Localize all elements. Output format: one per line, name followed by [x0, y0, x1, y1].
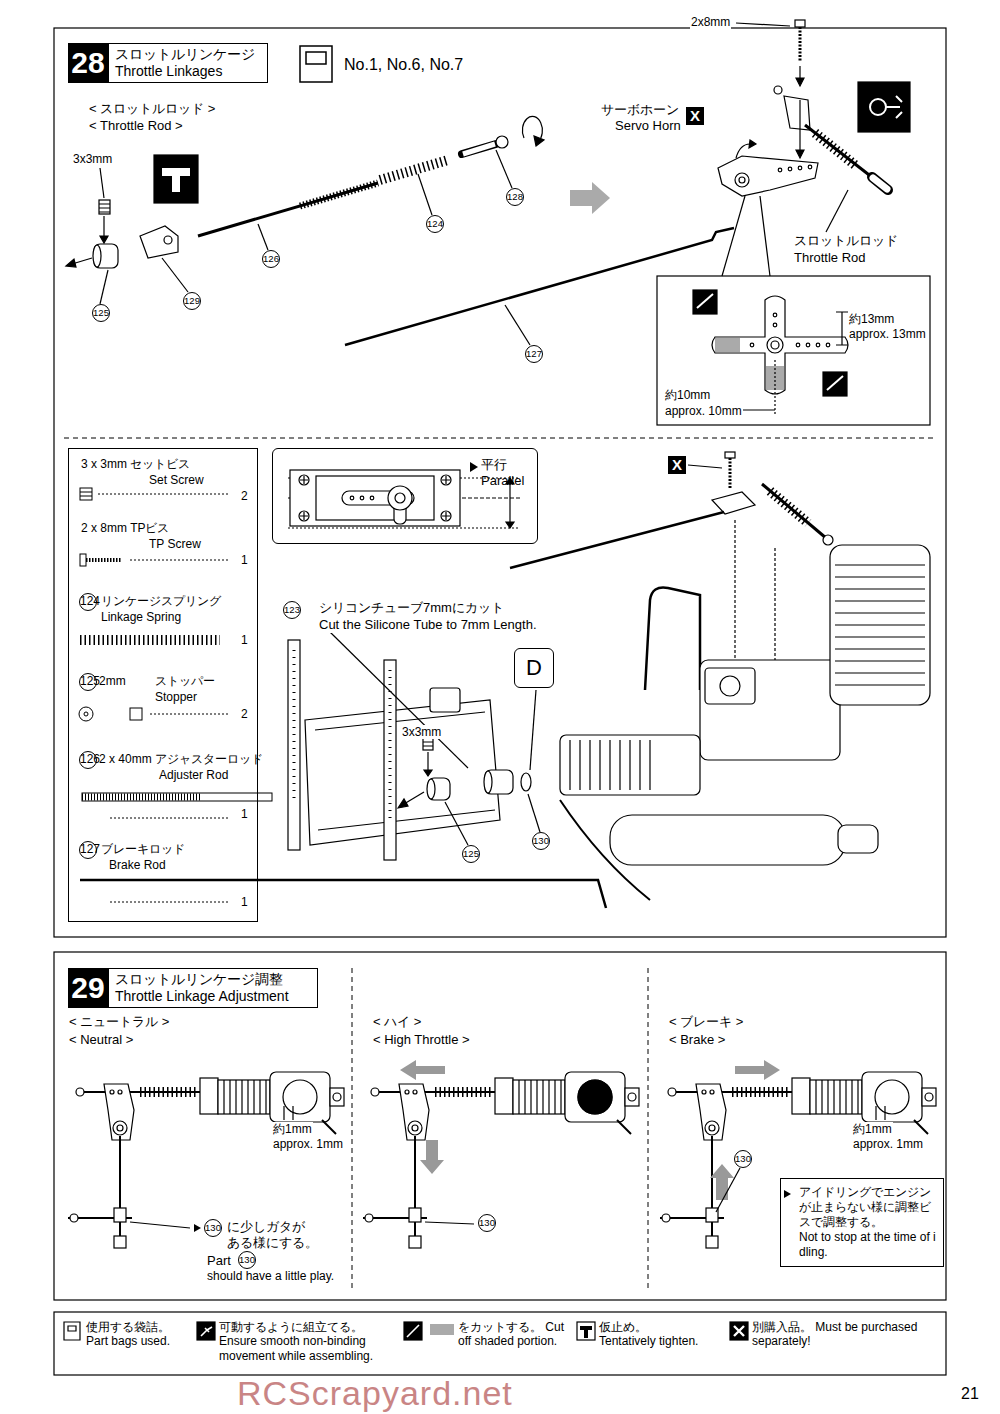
callout-number: 124 [79, 593, 97, 611]
label-text: < ハイ > [372, 1014, 422, 1030]
mark-letter: D [526, 655, 542, 680]
part-text: Set Screw [149, 473, 204, 487]
step-header: 29スロットルリンケージ調整 Throttle Linkage Adjustme… [68, 968, 318, 1008]
label-text: 3x3mm [72, 152, 113, 166]
label-text: < ニュートラル > [68, 1014, 170, 1030]
label-text: approx. 13mm [848, 327, 927, 341]
note-box: アイドリングでエンジンが止まらない様に調整ビスで調整する。Not to stop… [780, 1178, 944, 1267]
label-text: サーボホーン [600, 102, 680, 118]
label-text: < スロットルロッド > [88, 101, 216, 117]
callout-number: 130 [478, 1214, 496, 1232]
legend-text: 使用する袋詰。 Part bags used. [86, 1320, 191, 1349]
purchase-mark: X [686, 107, 704, 125]
label-text: 約13mm [848, 312, 895, 326]
part-text: 1 [241, 895, 248, 909]
label-text: 約10mm [664, 388, 711, 402]
label-text: < Throttle Rod > [88, 118, 184, 134]
step-title: スロットルリンケージ Throttle Linkages [108, 43, 268, 83]
legend-text: 別購入品。 Must be purchased separately! [752, 1320, 942, 1349]
step-number: 29 [68, 968, 108, 1008]
note-text: アイドリングでエンジンが止まらない様に調整ビスで調整する。 [799, 1185, 937, 1230]
label-text: < Brake > [668, 1032, 726, 1048]
label-text: approx. 10mm [664, 404, 743, 418]
label-text: Servo Horn [614, 118, 682, 134]
callout-number: 123 [283, 601, 301, 619]
label-text: Part [206, 1253, 232, 1269]
part-text: Linkage Spring [101, 610, 181, 624]
label-text: に少しガタが ある様にする。 [226, 1219, 324, 1250]
callout-number: 124 [426, 215, 444, 233]
part-text: Stopper [155, 690, 197, 704]
label-text: 21 [960, 1384, 980, 1403]
label-text: 約1mm [852, 1122, 893, 1136]
part-text: 3 x 3mm セットビス [81, 457, 190, 471]
note-text: Not to stop at the time of idling. [799, 1230, 937, 1260]
step-number: 28 [68, 43, 108, 83]
callout-number: 130 [734, 1150, 752, 1168]
part-text: TP Screw [149, 537, 201, 551]
callout-number: 130 [532, 832, 550, 850]
callout-number: 125 [92, 304, 110, 322]
label-text: < Neutral > [68, 1032, 134, 1048]
callout-number: 126 [79, 751, 97, 769]
legend-text: 可動するように組立てる。 Ensure smooth non-binding m… [219, 1320, 404, 1363]
label-text: 3x3mm [401, 725, 442, 739]
callout-number: 127 [525, 345, 543, 363]
part-text: 2 [241, 489, 248, 503]
callout-number: 126 [262, 250, 280, 268]
label-text: < ブレーキ > [668, 1014, 744, 1030]
label-text: Throttle Rod [793, 250, 867, 266]
label-text: スロットルロッド [793, 233, 899, 249]
mark-letter: X [690, 107, 700, 124]
part-text: 2 x 40mm アジャスターロッド [99, 752, 263, 766]
watermark: RCScrapyard.net [236, 1376, 514, 1410]
purchase-mark: X [668, 456, 686, 474]
callout-number: 125 [462, 845, 480, 863]
label-text: No.1, No.6, No.7 [343, 55, 464, 74]
label-text: 約1mm [272, 1122, 313, 1136]
part-text: 1 [241, 633, 248, 647]
legend-text: をカットする。 Cut off shaded portion. [458, 1320, 573, 1349]
part-text: Brake Rod [109, 858, 166, 872]
part-text: Adjuster Rod [159, 768, 228, 782]
callout-number: 128 [506, 188, 524, 206]
label-text: should have a little play. [206, 1269, 335, 1283]
label-text: < High Throttle > [372, 1032, 471, 1048]
step-title: スロットルリンケージ調整 Throttle Linkage Adjustment [108, 968, 318, 1008]
note-text: 平行 Parallel [481, 457, 537, 488]
callout-number: 129 [183, 292, 201, 310]
label-text: 2x8mm [690, 15, 731, 29]
part-text: ストッパー [155, 674, 215, 688]
part-text: 2 x 8mm TPビス [81, 521, 169, 535]
part-text: 1 [241, 807, 248, 821]
part-text: 2mm [99, 674, 126, 688]
callout-number: 127 [79, 841, 97, 859]
callout-number: 125 [79, 673, 97, 691]
parts-list: 3 x 3mm セットビス Set Screw 2 2 x 8mm TPビス TP Sc… [68, 448, 258, 922]
step-header: 28スロットルリンケージ Throttle Linkages [68, 43, 268, 83]
part-text: 2 [241, 707, 248, 721]
callout-number: 130 [204, 1219, 222, 1237]
part-text: 1 [241, 553, 248, 567]
callout-number: 130 [238, 1251, 256, 1269]
label-text: approx. 1mm [852, 1137, 924, 1151]
label-text: シリコンチューブ7mmにカット [318, 600, 505, 616]
part-text: リンケージスプリング [101, 594, 221, 608]
legend-text: 仮止め。 Tentatively tighten. [599, 1320, 704, 1349]
part-text: ブレーキロッド [101, 842, 185, 856]
bag-tag: D [514, 648, 554, 688]
label-text: Cut the Silicone Tube to 7mm Length. [318, 617, 538, 633]
inset-box: 平行 Parallel [272, 448, 538, 544]
mark-letter: X [672, 456, 682, 473]
label-text: approx. 1mm [272, 1137, 344, 1151]
